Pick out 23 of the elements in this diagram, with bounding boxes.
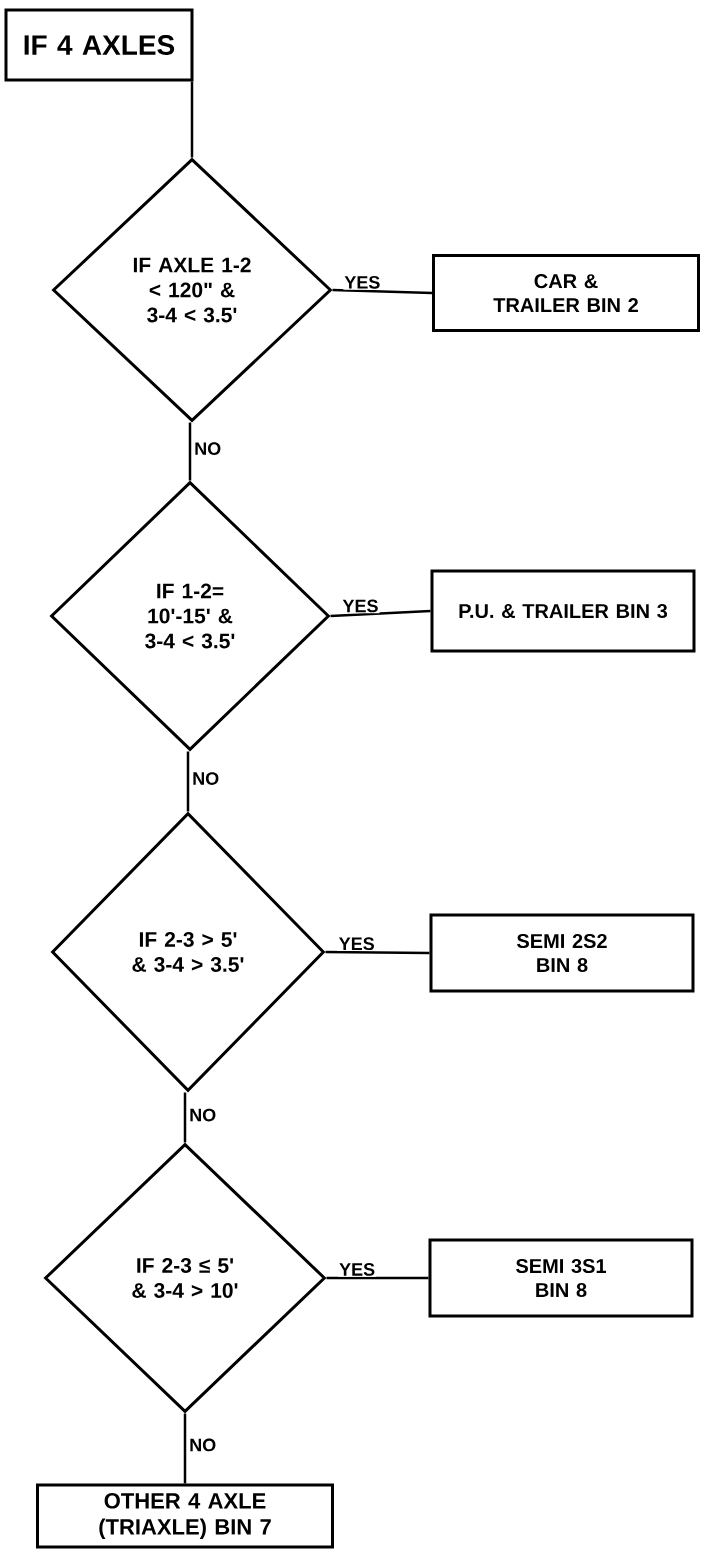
edge-label: YES: [343, 274, 382, 290]
connector-line: [190, 81, 194, 158]
connector-line: [330, 609, 431, 618]
process-box: OTHER 4 AXLE (TRIAXLE) BIN 7: [36, 1483, 334, 1549]
connector-line: [332, 288, 433, 295]
process-box: IF 4 AXLES: [4, 8, 194, 82]
connector-line: [186, 751, 190, 812]
edge-label: NO: [191, 771, 221, 786]
process-box: CAR & TRAILER BIN 2: [432, 254, 700, 332]
connector-line: [326, 1276, 429, 1280]
edge-label: YES: [338, 1262, 377, 1277]
process-box: SEMI 2S2 BIN 8: [429, 913, 695, 993]
connector-line: [325, 950, 430, 955]
connector-line: [183, 1092, 187, 1143]
connector-line: [188, 422, 192, 481]
process-box: P.U. & TRAILER BIN 3: [430, 569, 696, 653]
edge-label: YES: [337, 936, 376, 952]
process-box: SEMI 3S1 BIN 8: [428, 1238, 694, 1318]
connector-line: [183, 1413, 187, 1484]
edge-label: YES: [341, 598, 380, 614]
edge-label: NO: [188, 1437, 218, 1453]
edge-label: NO: [193, 441, 223, 456]
edge-label: NO: [188, 1107, 218, 1123]
